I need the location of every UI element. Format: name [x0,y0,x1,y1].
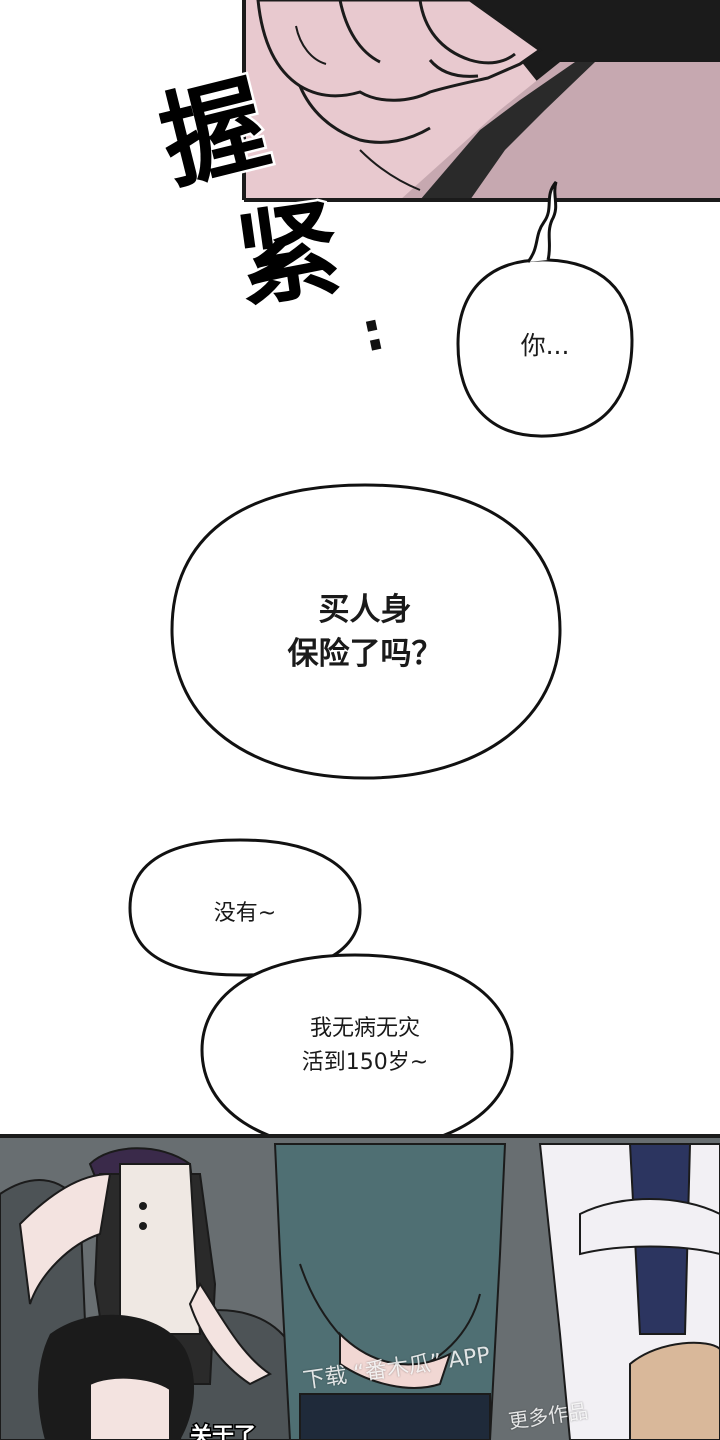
bubble-text-insurance-line2: 保险了吗？ [287,636,443,672]
bottom-panel-characters [0,1134,720,1440]
bubble-live [200,953,514,1134]
bubble-text-insurance-line1: 买人身 [318,592,412,628]
bubble-insurance [170,483,562,780]
bubble-text-ni: 你... [520,331,570,360]
bubble-text-live-line1: 我无病无灾 [309,1016,420,1041]
bubble-ni [456,258,634,438]
partial-dialogue: 关于了 [188,1423,257,1440]
bubble-text-no: 没有~ [213,901,277,926]
bubble-text-insurance: 买人身 保险了吗？ [200,588,530,676]
bubble-text-live: 我无病无灾 活到150岁~ [240,1012,490,1080]
bubble-ni-tail [526,181,558,263]
speech-bubbles-layer [128,181,634,1134]
top-panel-fist [242,0,720,202]
bubble-no [128,838,362,977]
bubble-text-live-line2: 活到150岁~ [301,1050,429,1075]
